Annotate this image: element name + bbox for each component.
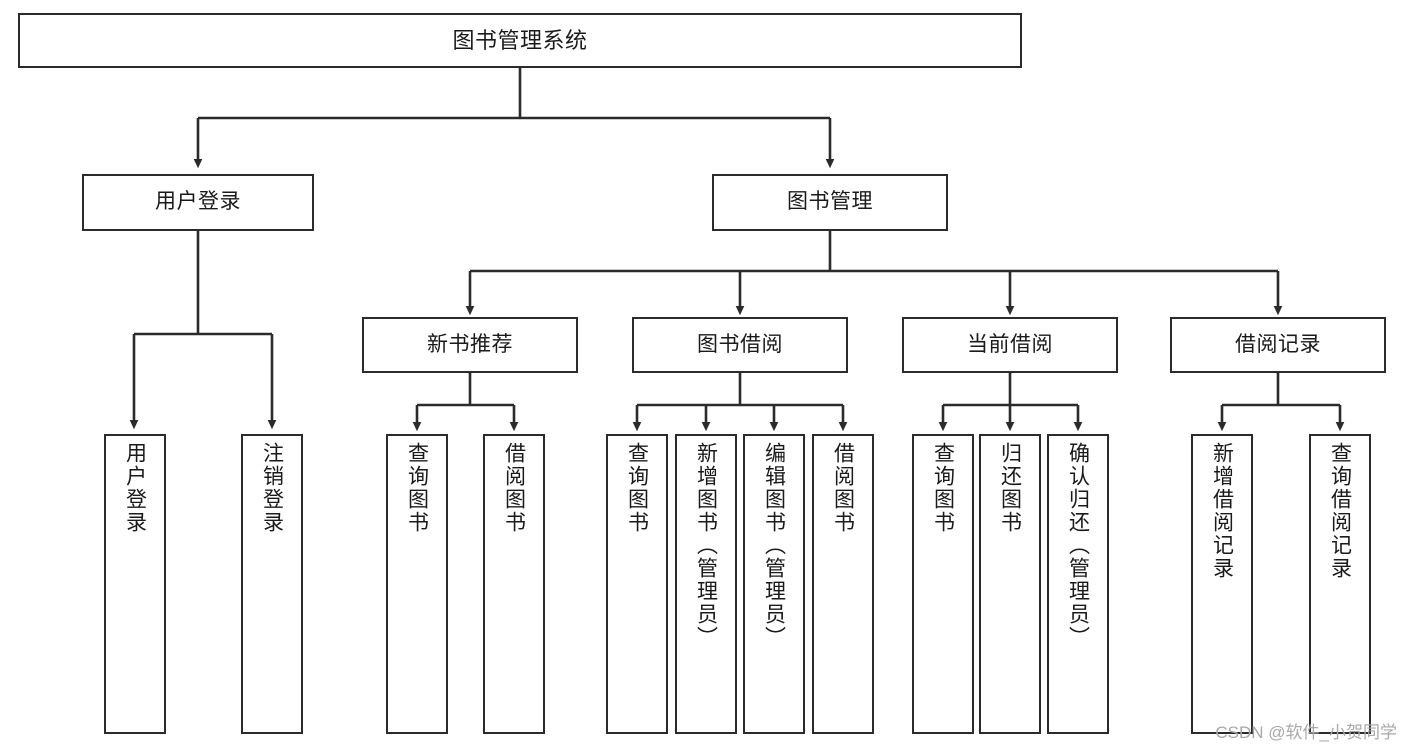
leaf-borrow-record-add-record[interactable]: 新增借阅记录 xyxy=(1191,434,1253,734)
leaf-user-login-login[interactable]: 用户登录 xyxy=(104,434,166,734)
node-label: 确认归还（管理员） xyxy=(1066,442,1090,649)
node-label: 查询借阅记录 xyxy=(1328,442,1352,580)
node-label: 查询图书 xyxy=(625,442,649,534)
node-label: 查询图书 xyxy=(405,442,429,534)
node-label: 编辑图书（管理员） xyxy=(762,442,786,649)
leaf-borrow-record-query-record[interactable]: 查询借阅记录 xyxy=(1309,434,1371,734)
node-label: 归还图书 xyxy=(998,442,1022,534)
node-label: 借阅图书 xyxy=(502,442,526,534)
node-user-login[interactable]: 用户登录 xyxy=(82,174,314,231)
node-label: 用户登录 xyxy=(123,442,147,534)
node-new-book-recommend[interactable]: 新书推荐 xyxy=(362,317,578,373)
leaf-book-borrow-add-book-admin[interactable]: 新增图书（管理员） xyxy=(675,434,737,734)
leaf-current-borrow-confirm-return-admin[interactable]: 确认归还（管理员） xyxy=(1047,434,1109,734)
node-book-management[interactable]: 图书管理 xyxy=(712,174,948,231)
leaf-book-borrow-borrow-book[interactable]: 借阅图书 xyxy=(812,434,874,734)
node-root-book-management-system[interactable]: 图书管理系统 xyxy=(18,13,1022,68)
node-label: 图书借阅 xyxy=(697,332,783,356)
leaf-book-borrow-query-book[interactable]: 查询图书 xyxy=(606,434,668,734)
csdn-watermark: CSDN @软件_小贺同学 xyxy=(1215,723,1397,742)
leaf-book-borrow-edit-book-admin[interactable]: 编辑图书（管理员） xyxy=(743,434,805,734)
node-borrow-record[interactable]: 借阅记录 xyxy=(1170,317,1386,373)
leaf-user-login-logout[interactable]: 注销登录 xyxy=(241,434,303,734)
node-label: 借阅图书 xyxy=(831,442,855,534)
node-label: 图书管理 xyxy=(787,190,873,214)
node-current-borrow[interactable]: 当前借阅 xyxy=(902,317,1118,373)
node-label: 用户登录 xyxy=(155,190,241,214)
node-label: 借阅记录 xyxy=(1235,332,1321,356)
node-book-borrow[interactable]: 图书借阅 xyxy=(632,317,848,373)
leaf-current-borrow-return-book[interactable]: 归还图书 xyxy=(979,434,1041,734)
leaf-current-borrow-query-book[interactable]: 查询图书 xyxy=(912,434,974,734)
leaf-new-book-borrow-book[interactable]: 借阅图书 xyxy=(483,434,545,734)
node-label: 注销登录 xyxy=(260,442,284,534)
node-label: 图书管理系统 xyxy=(452,27,588,53)
node-label: 查询图书 xyxy=(931,442,955,534)
node-label: 当前借阅 xyxy=(967,332,1053,356)
node-label: 新增图书（管理员） xyxy=(694,442,718,649)
node-label: 新书推荐 xyxy=(427,332,513,356)
node-label: 新增借阅记录 xyxy=(1210,442,1234,580)
leaf-new-book-query-book[interactable]: 查询图书 xyxy=(386,434,448,734)
